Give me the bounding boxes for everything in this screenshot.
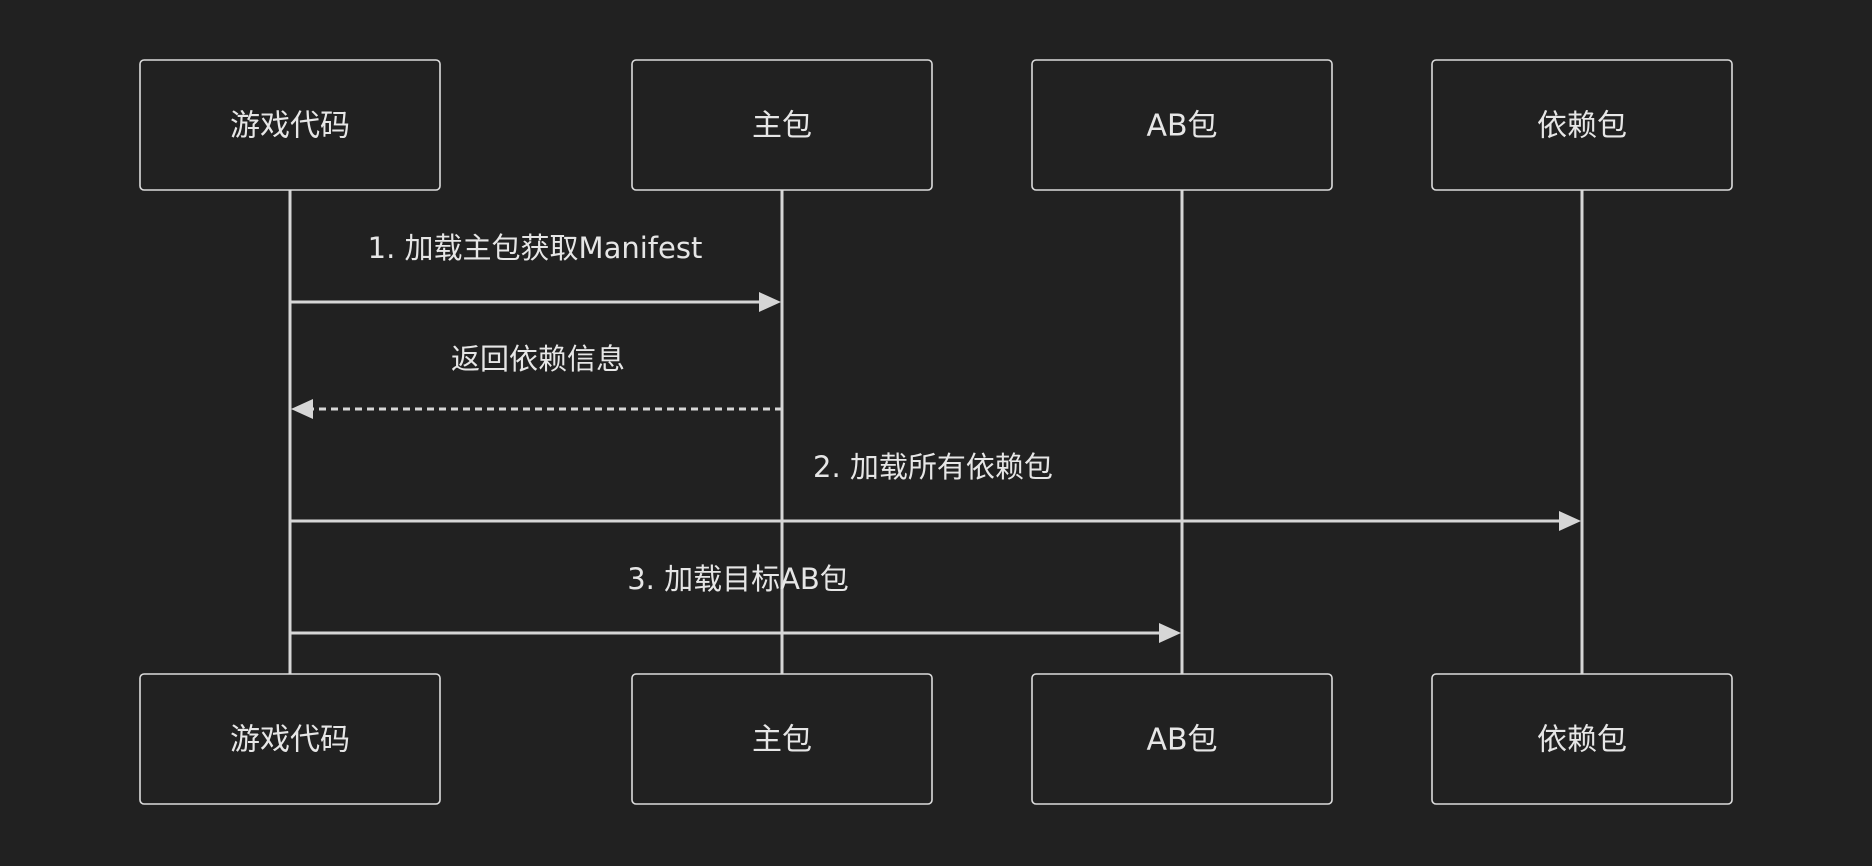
actor-box-border	[631, 59, 933, 191]
actor-game-top: 游戏代码	[139, 59, 441, 191]
message-label: 1. 加载主包获取Manifest	[368, 231, 703, 265]
actor-box-border	[139, 59, 441, 191]
messages: 1. 加载主包获取Manifest 返回依赖信息 2. 加载所有依赖包 3. 加载目标…	[290, 231, 1581, 643]
actor-label: AB包	[1146, 109, 1217, 144]
actor-label: 依赖包	[1537, 723, 1627, 758]
actor-main-bottom: 主包	[631, 673, 933, 805]
actor-dep-bottom: 依赖包	[1431, 673, 1733, 805]
actor-ab-bottom: AB包	[1031, 673, 1333, 805]
message-label: 2. 加载所有依赖包	[813, 450, 1053, 484]
actor-main-top: 主包	[631, 59, 933, 191]
actor-game-bottom: 游戏代码	[139, 673, 441, 805]
actor-label: 主包	[752, 109, 812, 144]
actor-box-border	[1031, 673, 1333, 805]
message-2: 返回依赖信息	[291, 342, 782, 419]
actor-label: AB包	[1146, 723, 1217, 758]
actor-box-border	[1431, 673, 1733, 805]
message-4: 3. 加载目标AB包	[290, 562, 1181, 643]
actor-label: 依赖包	[1537, 109, 1627, 144]
lifelines	[288, 190, 1584, 674]
arrowhead	[759, 292, 781, 312]
arrowhead	[291, 399, 313, 419]
message-label: 3. 加载目标AB包	[627, 562, 849, 596]
actor-box-border	[139, 673, 441, 805]
actor-box-border	[1431, 59, 1733, 191]
message-label: 返回依赖信息	[451, 342, 625, 376]
actor-ab-top: AB包	[1031, 59, 1333, 191]
actor-box-border	[1031, 59, 1333, 191]
actor-dep-top: 依赖包	[1431, 59, 1733, 191]
actor-label: 主包	[752, 723, 812, 758]
arrowhead	[1559, 511, 1581, 531]
actor-box-border	[631, 673, 933, 805]
message-1: 1. 加载主包获取Manifest	[290, 231, 781, 312]
actor-label: 游戏代码	[230, 109, 350, 144]
actor-label: 游戏代码	[230, 723, 350, 758]
message-3: 2. 加载所有依赖包	[290, 450, 1581, 531]
arrowhead	[1159, 623, 1181, 643]
